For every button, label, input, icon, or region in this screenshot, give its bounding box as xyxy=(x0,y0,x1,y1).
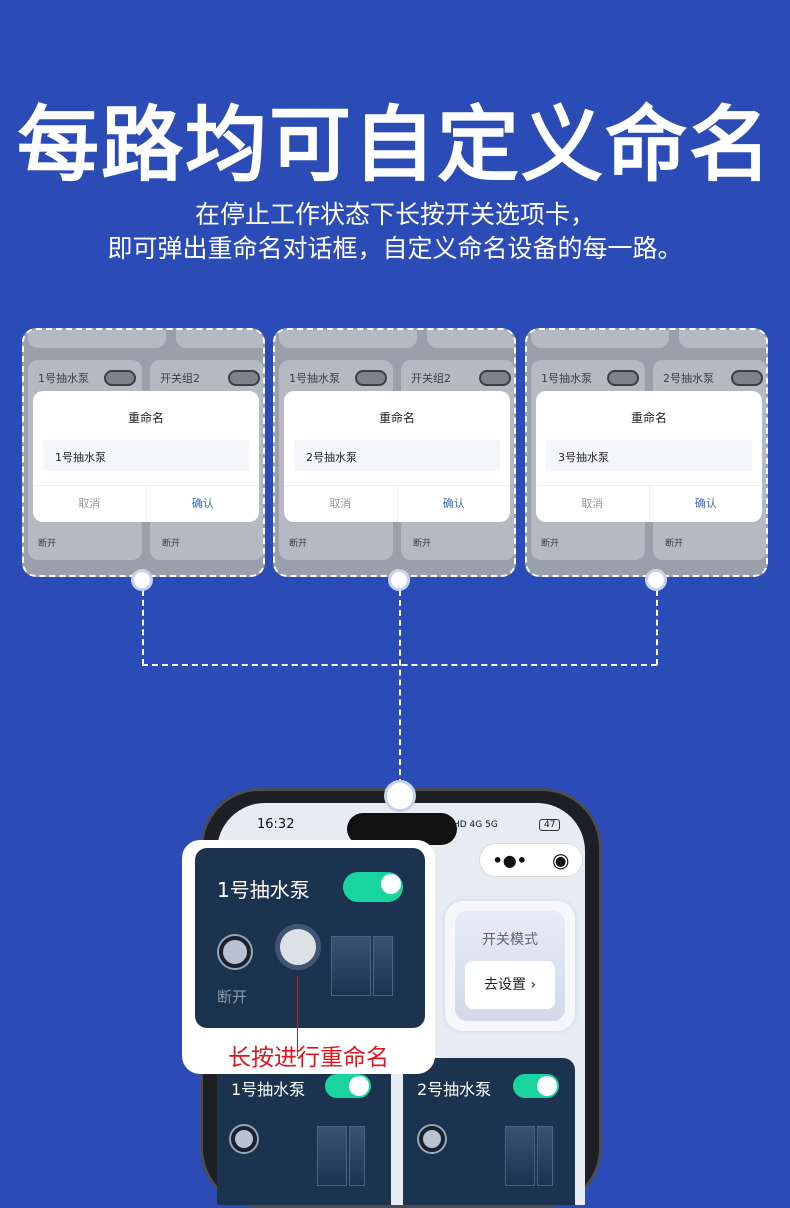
bg-card-name: 1号抽水泵 xyxy=(289,372,340,385)
connector-line xyxy=(656,590,658,665)
bg-toggle xyxy=(607,370,639,386)
status-indicator-icon xyxy=(419,1126,445,1152)
switch-image xyxy=(317,1126,347,1186)
cancel-button[interactable]: 取消 xyxy=(536,486,650,522)
go-settings-button[interactable]: 去设置 › xyxy=(465,961,555,1009)
rename-hint-text: 长按进行重命名 xyxy=(228,1045,389,1071)
connector-dot xyxy=(645,569,667,591)
rename-input[interactable]: 3号抽水泵 xyxy=(546,440,752,471)
switch-image xyxy=(537,1126,553,1186)
connector-line xyxy=(399,590,401,795)
background-card xyxy=(679,330,766,348)
rename-dialog: 重命名 1号抽水泵 取消 确认 xyxy=(33,391,259,522)
bg-status: 断开 xyxy=(541,539,560,549)
device-card[interactable]: 2号抽水泵 xyxy=(403,1058,575,1205)
switch-image xyxy=(331,936,371,996)
dialog-title: 重命名 xyxy=(378,411,415,425)
device-card-highlighted[interactable]: 1号抽水泵 断开 xyxy=(195,848,425,1056)
rename-input[interactable]: 1号抽水泵 xyxy=(43,440,249,471)
switch-image xyxy=(373,936,393,996)
rename-input[interactable]: 2号抽水泵 xyxy=(294,440,500,471)
background-card xyxy=(28,330,166,348)
bg-status: 断开 xyxy=(289,539,308,549)
bg-card-name: 开关组2 xyxy=(160,372,200,385)
device-toggle[interactable] xyxy=(343,872,403,902)
dialog-title: 重命名 xyxy=(127,411,164,425)
device-name: 2号抽水泵 xyxy=(417,1080,492,1099)
headline: 每路均可自定义命名 xyxy=(16,98,773,193)
rename-dialog-preview: 1号抽水泵 开关组2 断开 断开 重命名 2号抽水泵 取消 确认 xyxy=(273,328,516,577)
mode-label: 开关模式 xyxy=(482,932,538,948)
go-settings-label: 去设置 xyxy=(483,977,526,993)
rename-dialog: 重命名 2号抽水泵 取消 确认 xyxy=(284,391,510,522)
status-time: 16:32 xyxy=(257,817,295,832)
bg-card-name: 1号抽水泵 xyxy=(541,372,592,385)
mode-card: 开关模式 去设置 › xyxy=(445,901,575,1031)
rename-dialog: 重命名 3号抽水泵 取消 确认 xyxy=(536,391,762,522)
device-toggle[interactable] xyxy=(325,1074,371,1098)
connector-dot xyxy=(384,780,416,812)
connector-line xyxy=(142,590,144,665)
rename-dialog-preview: 1号抽水泵 2号抽水泵 断开 断开 重命名 3号抽水泵 取消 确认 xyxy=(525,328,768,577)
chevron-right-icon: › xyxy=(530,977,537,993)
status-indicator-icon xyxy=(231,1126,257,1152)
background-card xyxy=(176,330,263,348)
status-indicator-icon xyxy=(219,936,251,968)
bg-card-name: 开关组2 xyxy=(411,372,451,385)
bg-status: 断开 xyxy=(665,539,684,549)
confirm-button[interactable]: 确认 xyxy=(191,497,214,510)
status-network: HD 4G 5G xyxy=(453,820,498,830)
confirm-button[interactable]: 确认 xyxy=(442,497,465,510)
device-toggle[interactable] xyxy=(513,1074,559,1098)
close-target-icon[interactable]: ◉ xyxy=(552,848,570,872)
background-card xyxy=(427,330,514,348)
bg-status: 断开 xyxy=(162,539,181,549)
connector-dot xyxy=(388,569,410,591)
cancel-button[interactable]: 取消 xyxy=(284,486,398,522)
device-card[interactable]: 1号抽水泵 xyxy=(217,1058,391,1205)
more-icon[interactable]: •●• xyxy=(492,850,527,870)
confirm-button[interactable]: 确认 xyxy=(694,497,717,510)
switch-image xyxy=(505,1126,535,1186)
subtitle-line-1: 在停止工作状态下长按开关选项卡， xyxy=(194,200,595,229)
cancel-button[interactable]: 取消 xyxy=(33,486,147,522)
dialog-title: 重命名 xyxy=(630,411,667,425)
background-card xyxy=(279,330,417,348)
bg-toggle xyxy=(731,370,763,386)
bg-card-name: 1号抽水泵 xyxy=(38,372,89,385)
rename-dialog-preview: 1号抽水泵 开关组2 断开 断开 重命名 1号抽水泵 取消 确认 xyxy=(22,328,265,577)
subtitle-line-2: 即可弹出重命名对话框，自定义命名设备的每一路。 xyxy=(107,234,683,263)
bg-card-name: 2号抽水泵 xyxy=(663,372,714,385)
dynamic-island xyxy=(347,813,457,845)
press-target-icon xyxy=(275,924,321,970)
bg-status: 断开 xyxy=(413,539,432,549)
bg-status: 断开 xyxy=(38,539,57,549)
miniprogram-capsule: •●• ◉ xyxy=(479,843,583,877)
connector-dot xyxy=(131,569,153,591)
switch-image xyxy=(349,1126,365,1186)
bg-toggle xyxy=(355,370,387,386)
device-status: 断开 xyxy=(217,988,248,1006)
battery-icon: 47 xyxy=(539,819,561,831)
bg-toggle xyxy=(228,370,260,386)
device-name: 1号抽水泵 xyxy=(217,878,310,902)
bg-toggle xyxy=(479,370,511,386)
background-card xyxy=(531,330,669,348)
device-name: 1号抽水泵 xyxy=(231,1080,306,1099)
rename-hint-popup: 1号抽水泵 断开 长按进行重命名 xyxy=(182,840,435,1074)
pointer-line xyxy=(297,976,298,1056)
bg-toggle xyxy=(104,370,136,386)
